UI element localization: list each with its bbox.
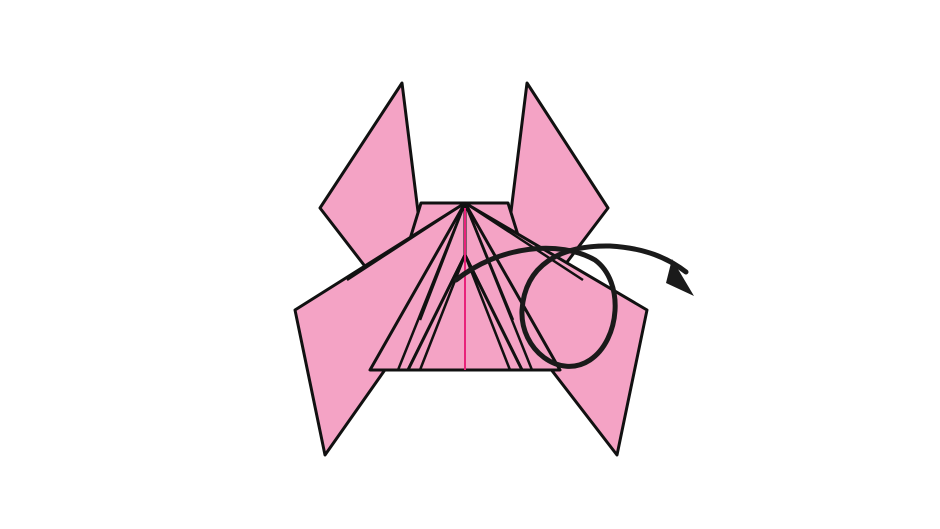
- turn-over-arrow-head: [666, 259, 694, 296]
- fold-lines: [346, 201, 584, 371]
- turn-over-arrow: [453, 243, 694, 369]
- turn-over-arrow-path: [453, 243, 689, 369]
